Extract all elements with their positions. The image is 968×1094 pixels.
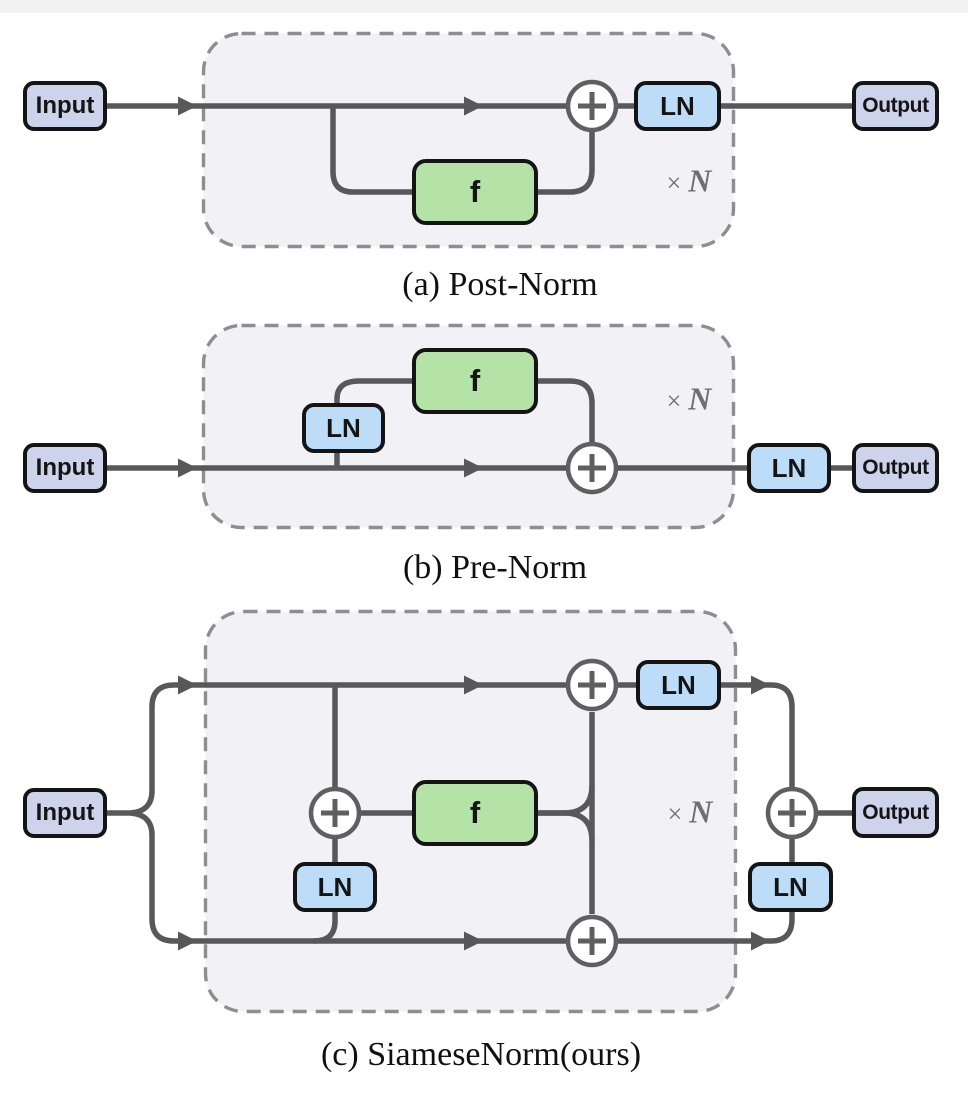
arrow-icon: [178, 675, 197, 695]
add-icon: [565, 658, 619, 712]
arrow-icon: [178, 931, 197, 951]
upper-stream-wire: [130, 682, 568, 816]
arrow-icon: [178, 96, 197, 116]
f-box: f: [412, 159, 538, 225]
output-box: Output: [852, 443, 939, 493]
input-box: Input: [23, 788, 107, 838]
diagram-a-connectors: [107, 79, 852, 195]
ln-box: LN: [302, 403, 385, 453]
ln-box: LN: [747, 443, 831, 493]
f-output-wire: [536, 128, 595, 195]
output-box: Output: [852, 787, 939, 838]
f-box: f: [412, 780, 538, 846]
ln-top-exit-wire: [719, 682, 795, 790]
input-box: Input: [23, 443, 107, 493]
lower-stream-wire: [130, 810, 568, 944]
caption-c: (c) SiameseNorm(ours): [320, 1036, 642, 1073]
ln-box: LN: [293, 862, 377, 912]
add-icon: [308, 786, 362, 840]
f-output-wire: [536, 378, 595, 446]
arrow-icon: [751, 931, 770, 951]
ln-from-lower-wire: [313, 906, 338, 944]
repeat-count-label: ×N: [667, 793, 713, 830]
repeat-count-label: ×N: [666, 380, 712, 417]
arrow-icon: [464, 458, 483, 478]
caption-b: (b) Pre-Norm: [402, 549, 588, 586]
diagram-c-connectors: [107, 658, 854, 968]
ln-to-f-wire: [334, 378, 414, 406]
add-icon: [765, 786, 819, 840]
input-box: Input: [23, 81, 107, 131]
ln-box: LN: [634, 81, 721, 131]
lower-exit-wire: [616, 906, 795, 944]
residual-branch-wire: [330, 106, 414, 195]
output-box: Output: [852, 81, 939, 131]
arrow-icon: [464, 931, 483, 951]
arrow-icon: [464, 96, 483, 116]
ln-box: LN: [636, 660, 721, 710]
arrow-icon: [178, 458, 197, 478]
add-icon: [565, 441, 619, 495]
arrow-icon: [464, 675, 483, 695]
add-icon: [565, 914, 619, 968]
caption-a: (a) Post-Norm: [402, 266, 598, 303]
arrow-icon: [751, 675, 770, 695]
repeat-count-label: ×N: [666, 162, 712, 199]
diagram-b-connectors: [107, 378, 852, 495]
f-box: f: [412, 348, 538, 414]
page-top-strip: [0, 0, 968, 13]
ln-box: LN: [748, 862, 833, 912]
add-icon: [565, 79, 619, 133]
